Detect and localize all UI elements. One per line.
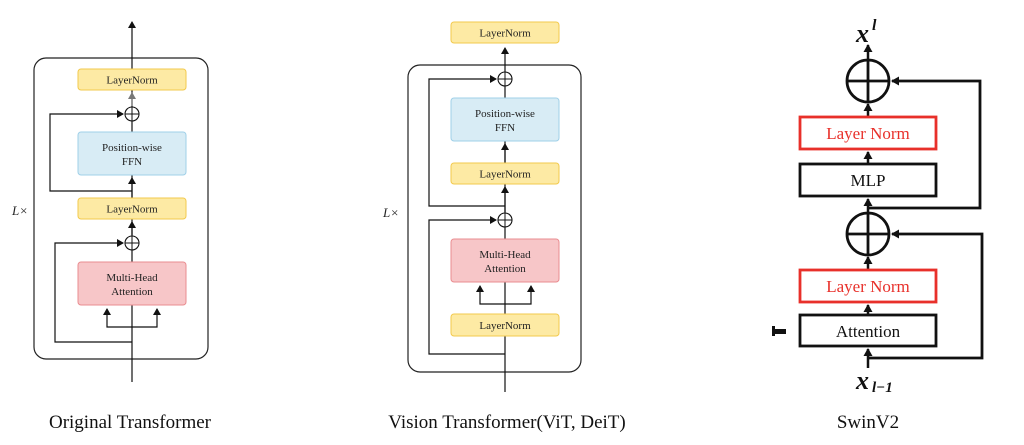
vit-layernorm-bottom-label: LayerNorm [479,320,531,332]
vit-ffn-label-2: FFN [495,122,515,134]
original-ffn-box [77,131,187,176]
vit-layernorm-mid [450,162,560,185]
vit-layernorm-top [450,21,560,44]
swin-output-label: x [855,19,869,48]
original-layernorm-top [77,68,187,91]
vit-attention-label-2: Attention [484,263,526,275]
swin-caption: SwinV2 [837,412,899,433]
original-value-arrow [132,308,161,328]
swin-layernorm-bottom [798,268,938,304]
original-caption: Original Transformer [49,412,212,433]
swin-residual-attention [868,229,984,360]
original-layernorm-mid [77,197,187,220]
vit-caption: Vision Transformer(ViT, DeiT) [388,412,625,433]
original-repeat-block [33,57,209,360]
vit-residual-attention [428,216,505,355]
vit-repeat-label: L× [382,205,399,220]
original-ffn-label-1: Position-wise [102,142,162,154]
original-attention-box [77,261,187,306]
original-query-arrow [103,308,132,328]
swin-attention-box [798,313,938,348]
swin-residual-mlp [868,76,982,210]
original-transformer-diagram: L× LayerNorm Position-wise FFN LayerNorm… [11,21,212,433]
swinv2-diagram: x l Layer Norm MLP Layer Norm Attention [772,17,984,433]
swin-layernorm-top [798,115,938,151]
vit-layernorm-top-label: LayerNorm [479,28,531,40]
swin-input-label: x [855,366,869,395]
original-repeat-label: L× [11,203,28,218]
vit-residual-ffn [428,75,505,207]
swin-output-superscript: l [872,17,877,34]
swin-layernorm-top-label: Layer Norm [826,124,910,143]
vit-ffn-box [450,97,560,142]
original-layernorm-top-label: LayerNorm [106,75,158,87]
vit-attention-label-1: Multi-Head [479,249,531,261]
vit-repeat-block [407,64,582,373]
swin-mlp-box [798,162,938,198]
original-residual-attention [54,239,132,343]
vit-query-arrow [476,285,505,305]
original-attention-label-1: Multi-Head [106,272,158,284]
vit-ffn-label-1: Position-wise [475,108,535,120]
vit-layernorm-bottom [450,313,560,337]
original-ffn-label-2: FFN [122,156,142,168]
vit-diagram: L× LayerNorm Position-wise FFN LayerNorm… [382,21,626,433]
original-residual-ffn [49,110,132,192]
vit-layernorm-mid-label: LayerNorm [479,169,531,181]
swin-mlp-label: MLP [851,171,886,190]
original-layernorm-mid-label: LayerNorm [106,204,158,216]
vit-value-arrow [505,285,535,305]
swin-attention-label: Attention [836,322,901,341]
swin-input-subscript: l−1 [872,380,893,396]
swin-layernorm-bottom-label: Layer Norm [826,277,910,296]
original-attention-label-2: Attention [111,286,153,298]
vit-attention-box [450,238,560,283]
